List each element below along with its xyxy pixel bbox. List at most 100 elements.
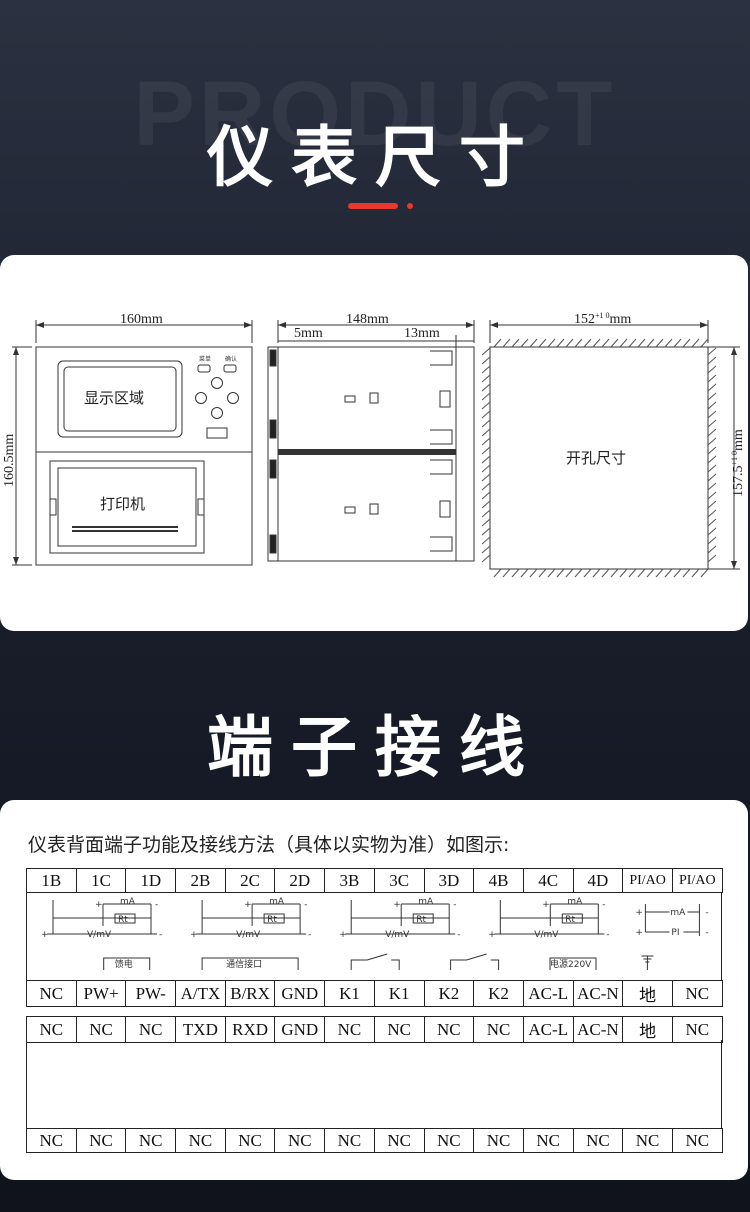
terminal-cell: NC bbox=[26, 1128, 77, 1153]
terminal-cell: NC bbox=[423, 1016, 475, 1043]
minus-sign: - bbox=[602, 900, 605, 910]
rt-resistor bbox=[561, 913, 583, 924]
terminal-cell: NC bbox=[75, 1016, 127, 1043]
plus-sign: + bbox=[95, 900, 103, 910]
terminal-cell: NC bbox=[224, 1128, 276, 1153]
minus-sign: - bbox=[606, 930, 609, 940]
key-confirm-label: 确认 bbox=[225, 355, 237, 363]
comm-label: 通信接口 bbox=[226, 958, 262, 970]
terminal-cell: K1 bbox=[373, 980, 425, 1007]
terminal-cell: 4C bbox=[522, 868, 574, 893]
terminal-cell: NC bbox=[324, 1016, 375, 1043]
minus-sign: - bbox=[308, 930, 311, 940]
ma-label: mA bbox=[418, 897, 434, 907]
terminal-cell: NC bbox=[572, 1128, 624, 1153]
terminal-cell: NC bbox=[274, 1128, 326, 1153]
ma-label: mA bbox=[269, 897, 285, 907]
terminal-cell: NC bbox=[373, 1016, 425, 1043]
cutout-outline bbox=[489, 346, 709, 570]
vmv-label: V/mV bbox=[385, 930, 410, 940]
terminal-cell: 1D bbox=[125, 868, 177, 893]
terminal-cell: 4B bbox=[473, 868, 524, 893]
side-right-label: 13mm bbox=[404, 326, 440, 341]
minus-sign: - bbox=[159, 930, 162, 940]
terminal-cell: K1 bbox=[324, 980, 375, 1007]
terminal-cell: NC bbox=[473, 1016, 524, 1043]
channel-diagram: Rt mA V/mV + - + - Rt mA V/mV + - + - Rt mA V/mV + - + - Rt mA… bbox=[41, 897, 709, 970]
plus-sign: + bbox=[339, 930, 347, 940]
pi-label: PI bbox=[671, 928, 679, 938]
vmv-label: V/mV bbox=[534, 930, 559, 940]
plus-sign: + bbox=[41, 930, 49, 940]
terminal-cell: GND bbox=[274, 980, 326, 1007]
terminal-cell: NC bbox=[473, 1128, 524, 1153]
relay-switch bbox=[350, 953, 400, 970]
terminal-cell: PI/AO bbox=[622, 868, 673, 893]
rt-resistor bbox=[114, 913, 136, 924]
terminal-cell: 3B bbox=[324, 868, 375, 893]
terminal-cell: NC bbox=[125, 1016, 177, 1043]
rt-label: Rt bbox=[416, 915, 426, 925]
rt-resistor bbox=[263, 913, 285, 924]
terminal-cell: NC bbox=[26, 980, 77, 1007]
minus-sign: - bbox=[155, 900, 158, 910]
terminal-cell: 2C bbox=[224, 868, 276, 893]
vmv-label: V/mV bbox=[87, 930, 112, 940]
display-area-label: 显示区域 bbox=[84, 389, 144, 407]
terminal-cell: 1C bbox=[75, 868, 127, 893]
ma-label: mA bbox=[120, 897, 136, 907]
plus-sign: + bbox=[542, 900, 550, 910]
title-accent-bar bbox=[348, 203, 398, 209]
minus-sign: - bbox=[705, 928, 708, 938]
terminal-cell: K2 bbox=[473, 980, 524, 1007]
terminal-cell: NC bbox=[175, 1128, 226, 1153]
terminal-cell: 3D bbox=[423, 868, 475, 893]
terminal-cell: GND bbox=[274, 1016, 326, 1043]
terminal-cell: AC-L bbox=[522, 980, 574, 1007]
cutout-size-label: 开孔尺寸 bbox=[566, 449, 626, 467]
blank-area bbox=[26, 1040, 722, 1128]
terminal-cell: B/RX bbox=[224, 980, 276, 1007]
product-bg-word: PRODUCT bbox=[133, 63, 617, 165]
front-width-label: 160mm bbox=[120, 312, 163, 327]
terminal-cell: RXD bbox=[224, 1016, 276, 1043]
terminal-cell: AC-L bbox=[522, 1016, 574, 1043]
dimension-drawing: 160mm 160.5mm 148mm 5mm 13mm 152+1 0mm 1… bbox=[2, 311, 746, 578]
terminal-cell: K2 bbox=[423, 980, 475, 1007]
rt-label: Rt bbox=[565, 915, 575, 925]
side-depth-label: 148mm bbox=[346, 312, 389, 327]
minus-sign: - bbox=[457, 930, 460, 940]
terminal-cell: 3C bbox=[373, 868, 425, 893]
cutout-height-label: 157.5+1 0mm bbox=[730, 429, 746, 497]
power-label: 电源220V bbox=[550, 958, 592, 970]
terminal-cell: 地 bbox=[622, 980, 673, 1007]
terminal-cell: PI/AO bbox=[671, 868, 723, 893]
terminal-cell: NC bbox=[125, 1128, 177, 1153]
terminal-cell: NC bbox=[75, 1128, 127, 1153]
feed-label: 馈电 bbox=[115, 958, 133, 970]
plus-sign: + bbox=[244, 900, 252, 910]
terminal-cell: NC bbox=[522, 1128, 574, 1153]
terminal-cell: NC bbox=[671, 1128, 723, 1153]
front-panel-outline bbox=[35, 346, 253, 566]
channel-diagram-row: Rt mA V/mV + - + - Rt mA V/mV + - + - Rt mA V/mV + - + - Rt mA… bbox=[26, 892, 722, 981]
terminal-cell: 地 bbox=[622, 1016, 673, 1043]
cutout-width-label: 152+1 0mm bbox=[574, 311, 631, 327]
ma-label: mA bbox=[670, 908, 686, 918]
terminal-cell: PW- bbox=[125, 980, 177, 1007]
plus-sign: + bbox=[635, 908, 643, 918]
terminal-cell: 2B bbox=[175, 868, 226, 893]
terminal-cell: NC bbox=[26, 1016, 77, 1043]
minus-sign: - bbox=[304, 900, 307, 910]
terminal-cell: PW+ bbox=[75, 980, 127, 1007]
rt-label: Rt bbox=[118, 915, 128, 925]
terminal-cell: 2D bbox=[274, 868, 326, 893]
section-title-dimensions: 仪表尺寸 bbox=[207, 119, 543, 196]
dimensions-card: 160mm 160.5mm 148mm 5mm 13mm 152+1 0mm 1… bbox=[0, 255, 748, 631]
minus-sign: - bbox=[453, 900, 456, 910]
plus-sign: + bbox=[393, 900, 401, 910]
rt-label: Rt bbox=[267, 915, 277, 925]
